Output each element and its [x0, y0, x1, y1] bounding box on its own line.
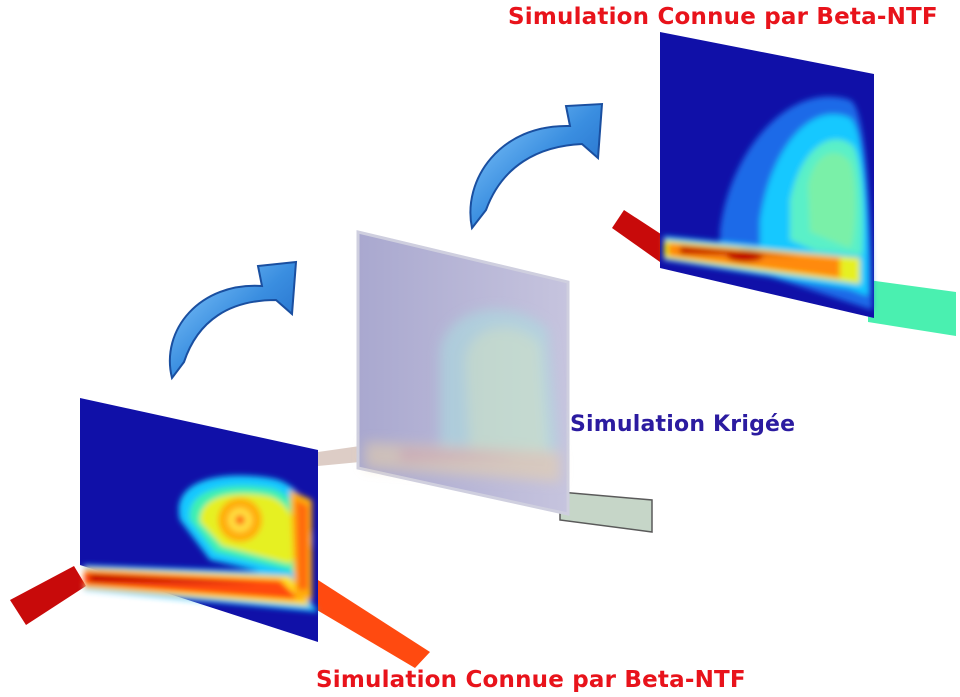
inlet-duct — [10, 566, 86, 625]
curved-arrow-icon — [168, 260, 298, 381]
label-kriged: Simulation Krigée — [570, 412, 796, 437]
contour-field-top — [664, 96, 872, 310]
label-known-bottom: Simulation Connue par Beta-NTF — [316, 667, 746, 693]
inlet-duct-top — [612, 210, 670, 262]
known-simulation-bottom — [10, 398, 430, 668]
outlet-duct — [300, 580, 430, 668]
contour-field — [84, 475, 318, 612]
kriged-inlet — [318, 446, 360, 466]
outlet-duct-top — [868, 280, 956, 336]
curved-arrow-icon — [469, 102, 604, 231]
kriged-contours — [365, 309, 560, 482]
label-known-top: Simulation Connue par Beta-NTF — [508, 4, 938, 30]
kriged-outlet — [559, 491, 653, 533]
kriged-simulation — [318, 230, 653, 533]
known-simulation-top — [612, 32, 956, 336]
